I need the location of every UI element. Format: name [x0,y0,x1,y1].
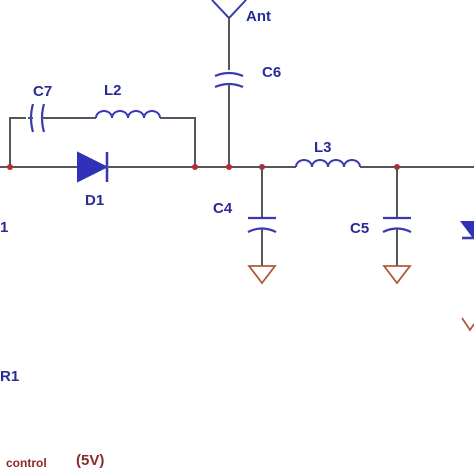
left-partial-label: 1 [0,219,8,236]
vcontrol-value: (5V) [76,452,104,469]
diode-d1 [77,151,109,183]
l2-label: L2 [104,82,122,99]
l2-right-wire [160,117,196,167]
vcontrol-label: control (5V) [6,452,104,470]
ground-symbol [382,265,412,285]
c5-label: C5 [350,220,369,237]
capacitor-c4 [247,216,277,233]
diode-partial-right [460,221,474,240]
vcontrol-subscript: control [6,456,47,470]
capacitor-c5 [382,216,412,233]
junction-node [192,164,198,170]
d1-label: D1 [85,192,104,209]
ground-symbol-partial [461,317,474,332]
junction-node [7,164,13,170]
r1-label: R1 [0,368,19,385]
inductor-l3 [295,159,361,168]
c6-label: C6 [262,64,281,81]
c7-label: C7 [33,83,52,100]
ground-symbol [247,265,277,285]
junction-node [226,164,232,170]
antenna-symbol [211,0,247,20]
inductor-l2 [95,110,161,119]
ant-label: Ant [246,8,271,25]
l3-label: L3 [314,139,332,156]
c7-left-wire [9,117,26,167]
c4-label: C4 [213,200,233,217]
